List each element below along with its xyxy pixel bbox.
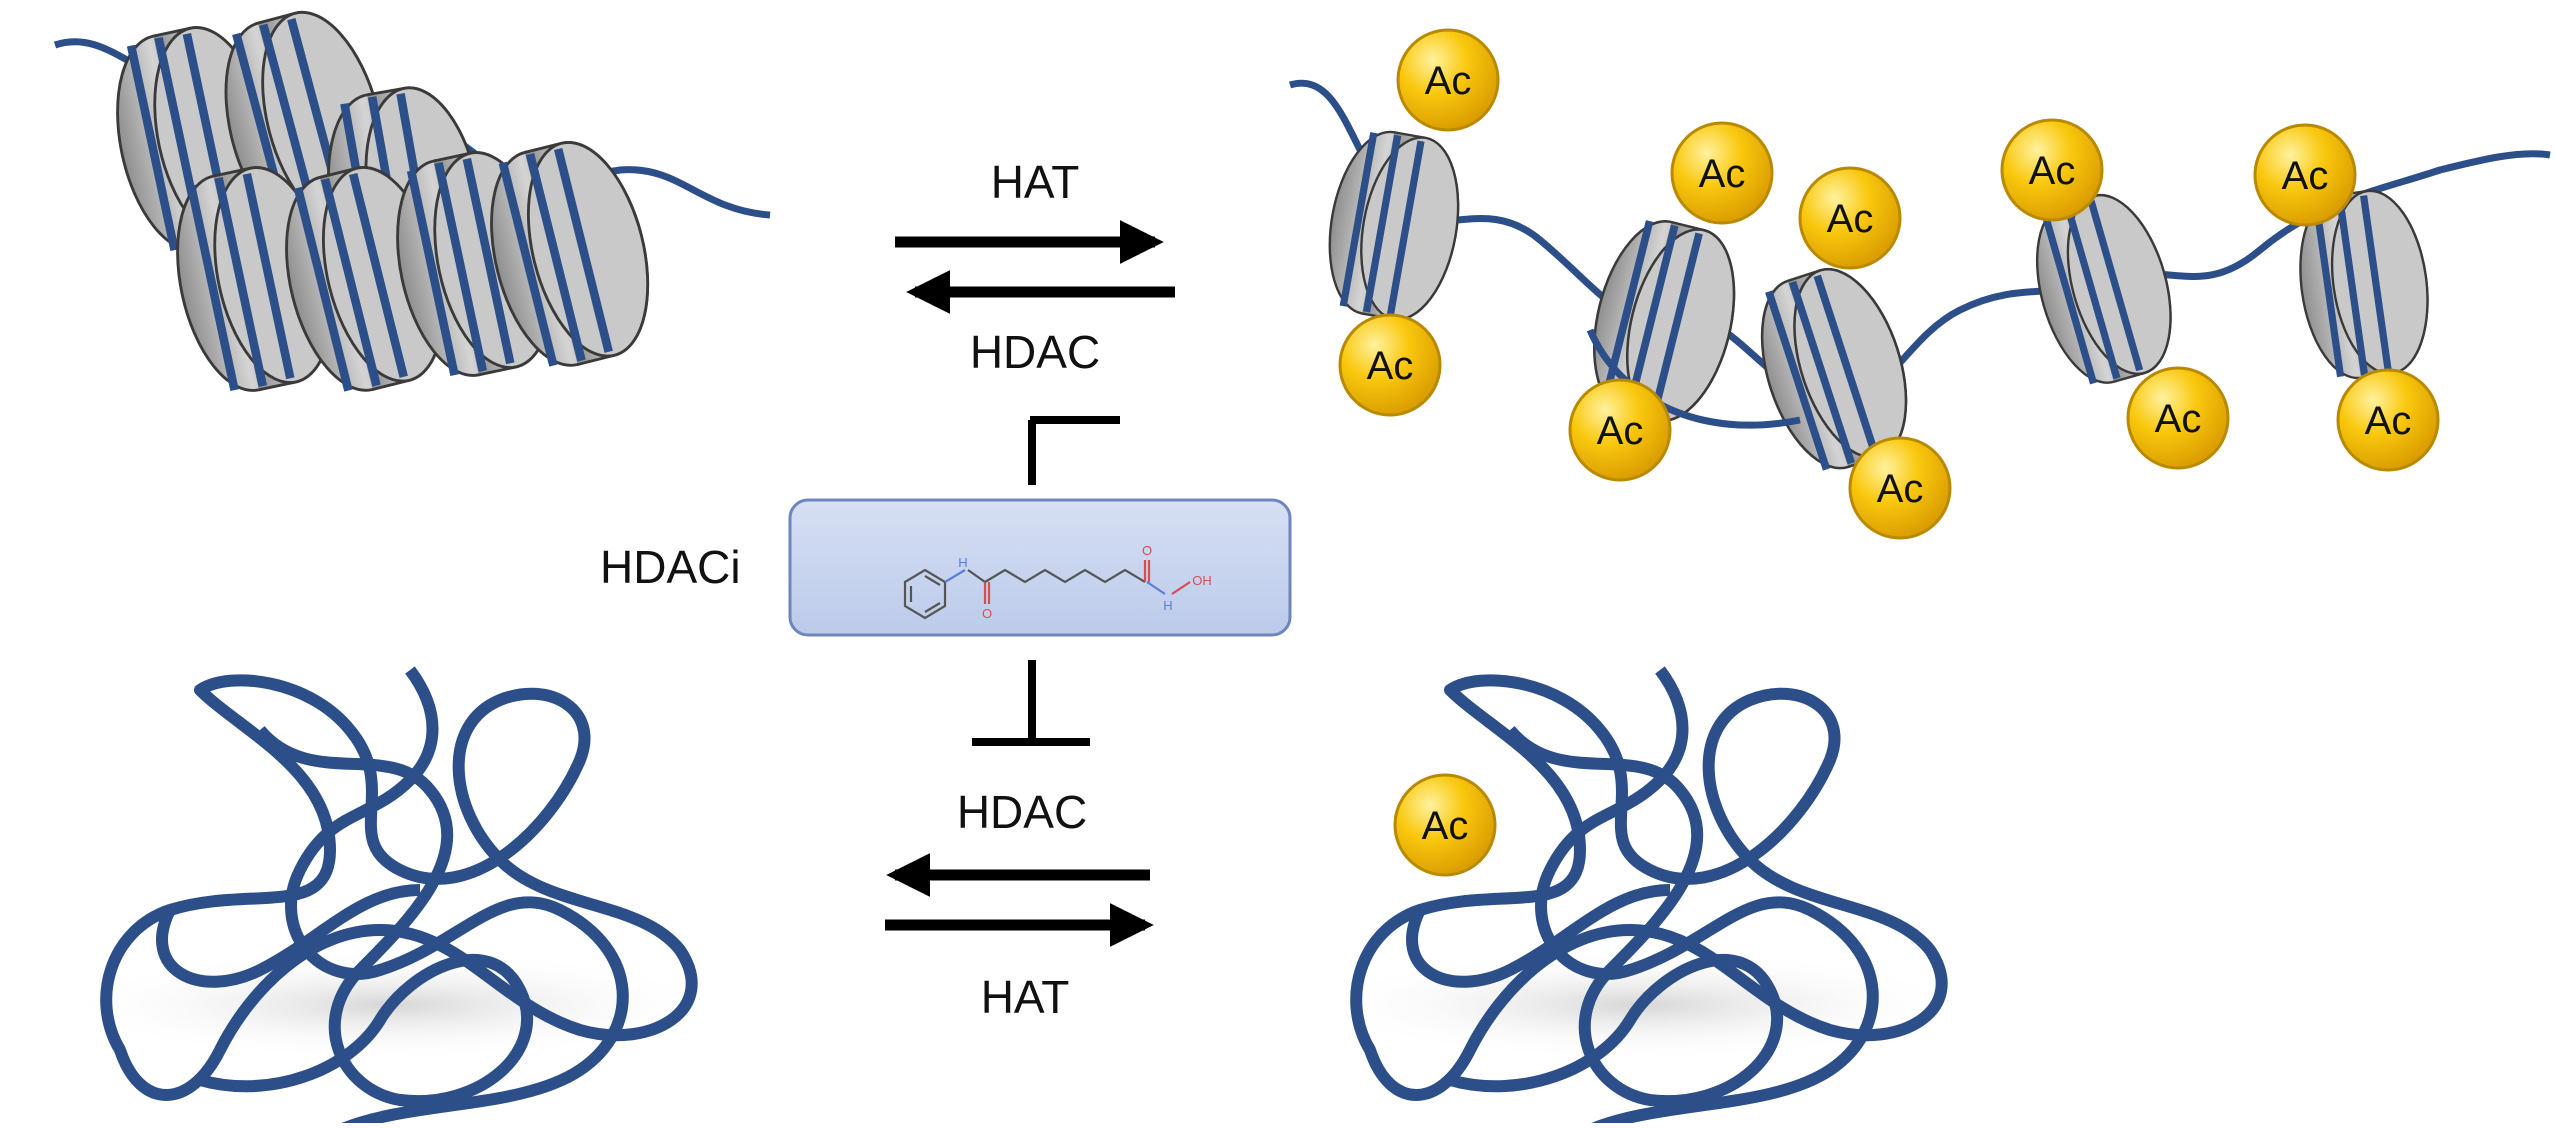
bottom-equilibrium-arrows xyxy=(885,853,1154,947)
acetyl-badge: Ac xyxy=(2000,118,2104,222)
acetyl-badge: Ac xyxy=(1848,436,1952,540)
svg-text:Ac: Ac xyxy=(1877,467,1924,511)
inhibition-bar-top-icon xyxy=(1028,416,1120,485)
mol-atom-n: H xyxy=(1163,598,1172,613)
top-equilibrium-arrows xyxy=(895,220,1175,314)
acetyl-groups-top: Ac Ac Ac Ac Ac Ac Ac Ac Ac Ac xyxy=(1338,28,2440,540)
mol-atom-o: O xyxy=(1142,543,1152,558)
hdaci-label: HDACi xyxy=(600,541,741,593)
bottom-hat-label: HAT xyxy=(980,971,1070,1023)
hdac-inhibitor-box: H O O H OH xyxy=(788,498,1292,637)
acetyl-badge: Ac xyxy=(1798,166,1902,270)
svg-text:Ac: Ac xyxy=(1597,409,1644,453)
acetyl-badge: Ac xyxy=(2253,123,2357,227)
mol-atom-oh: OH xyxy=(1192,573,1212,588)
acetyl-badge: Ac xyxy=(1396,28,1500,132)
svg-text:Ac: Ac xyxy=(2365,399,2412,443)
inhibition-bar-bottom-icon xyxy=(972,660,1090,746)
svg-text:Ac: Ac xyxy=(1699,152,1746,196)
acetyl-badge: Ac xyxy=(2126,366,2230,470)
svg-text:Ac: Ac xyxy=(1367,344,1414,388)
acetyl-badge: Ac xyxy=(1393,773,1497,877)
svg-text:Ac: Ac xyxy=(1422,804,1469,848)
bottom-hdac-label: HDAC xyxy=(956,786,1088,838)
svg-text:Ac: Ac xyxy=(1425,59,1472,103)
svg-text:Ac: Ac xyxy=(2155,397,2202,441)
mol-atom-o: O xyxy=(982,606,992,621)
acetyl-badge: Ac xyxy=(1568,378,1672,482)
svg-text:Ac: Ac xyxy=(1827,197,1874,241)
svg-text:Ac: Ac xyxy=(2282,154,2329,198)
hdac-inhibitor-molecule-icon xyxy=(903,560,1191,620)
acetylated-protein-icon xyxy=(1310,670,1970,1123)
disordered-protein-icon xyxy=(60,670,720,1123)
top-hat-label: HAT xyxy=(990,156,1080,208)
svg-text:Ac: Ac xyxy=(2029,149,2076,193)
condensed-chromatin-icon xyxy=(53,0,771,403)
acetyl-badge: Ac xyxy=(2336,368,2440,472)
mol-atom-n: H xyxy=(958,555,967,570)
acetyl-badge: Ac xyxy=(1670,121,1774,225)
acetyl-badge: Ac xyxy=(1338,313,1442,417)
top-hdac-label: HDAC xyxy=(969,326,1101,378)
